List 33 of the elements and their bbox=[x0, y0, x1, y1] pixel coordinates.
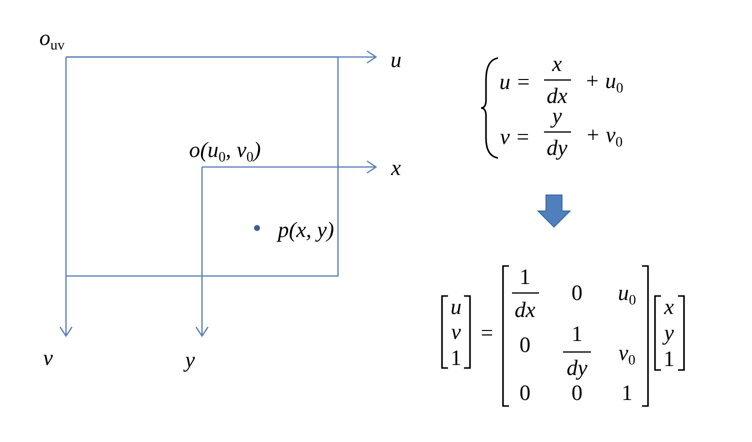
axis-label: v bbox=[43, 347, 53, 369]
math-term: 0 bbox=[520, 382, 530, 404]
math-term: 1 bbox=[450, 347, 462, 369]
point-label: p(x, y) bbox=[278, 219, 334, 241]
math-term: 0 bbox=[572, 382, 582, 404]
math-term: u$_{0}$ bbox=[618, 282, 636, 308]
math-term: + u$_{0}$ bbox=[584, 70, 624, 96]
math-term: x bbox=[552, 53, 562, 75]
math-term: 0 bbox=[572, 282, 582, 304]
math-term: y bbox=[664, 322, 674, 344]
math-term: dy bbox=[566, 357, 588, 379]
axis-label: o$_{uv}$ bbox=[39, 27, 65, 53]
math-term: v = bbox=[500, 126, 530, 148]
math-term: + v$_{0}$ bbox=[585, 124, 623, 150]
math-term: = bbox=[480, 322, 494, 344]
axis-label: y bbox=[185, 349, 195, 371]
math-term: 1 bbox=[622, 382, 632, 404]
math-term: v bbox=[451, 321, 461, 343]
axis-label: x bbox=[391, 157, 401, 179]
math-term: dx bbox=[514, 299, 536, 321]
math-term: v$_{0}$ bbox=[618, 342, 636, 368]
axis-label: u bbox=[390, 49, 402, 71]
math-term: x bbox=[664, 296, 674, 318]
math-term: u bbox=[450, 296, 462, 318]
origin-label: o(u$_{0}$, v$_{0}$) bbox=[189, 139, 261, 165]
math-term: dy bbox=[546, 137, 568, 159]
math-term: y bbox=[552, 105, 562, 127]
math-term: u = bbox=[499, 71, 531, 93]
math-term: dx bbox=[546, 85, 568, 107]
math-term: 1 bbox=[572, 323, 582, 345]
math-term: 0 bbox=[520, 334, 530, 356]
math-term: 1 bbox=[520, 266, 530, 288]
math-term: 1 bbox=[664, 348, 674, 370]
